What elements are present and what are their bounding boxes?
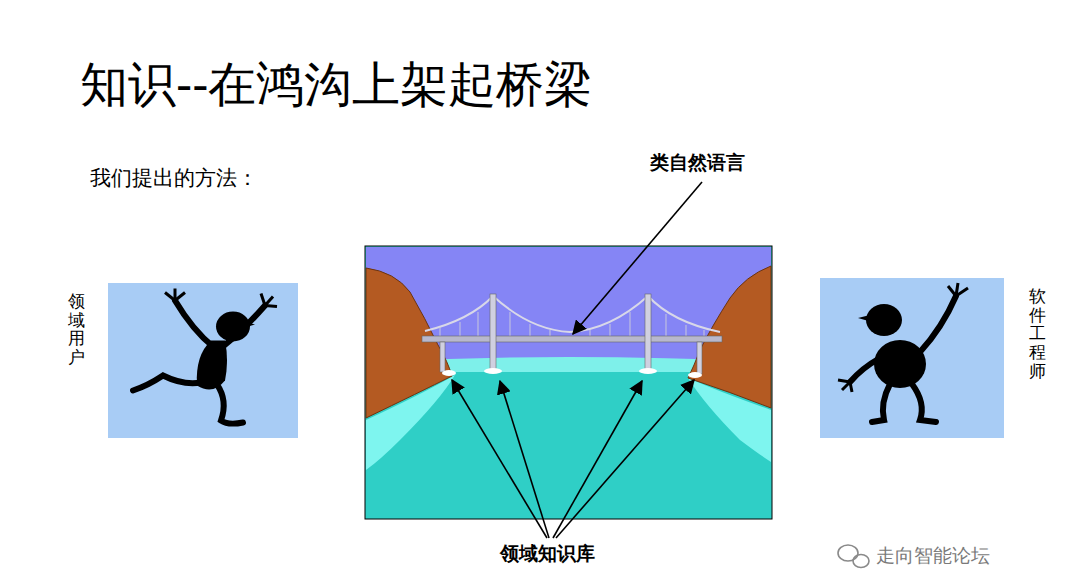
stick-figure (60, 280, 305, 442)
leader-arrow (452, 182, 702, 538)
subtitle-text: 我们提出的方法： (90, 164, 258, 192)
stick-figure (815, 275, 1055, 441)
role-label: 领域用户 (68, 292, 85, 367)
bridge-picture (365, 246, 772, 519)
watermark: 走向智能论坛 (876, 543, 990, 569)
figure-panel: 软件工程师 (815, 275, 1055, 441)
slide-title: 知识--在鸿沟上架起桥梁 (80, 54, 592, 114)
callout-label: 类自然语言 (650, 150, 745, 176)
wechat-icon (838, 545, 869, 568)
panel-ground (820, 278, 1004, 438)
role-label: 软件工程师 (1029, 287, 1046, 380)
figure-panel: 领域用户 (60, 280, 305, 442)
panel-ground (108, 283, 298, 438)
callout-label: 领域知识库 (500, 541, 595, 567)
